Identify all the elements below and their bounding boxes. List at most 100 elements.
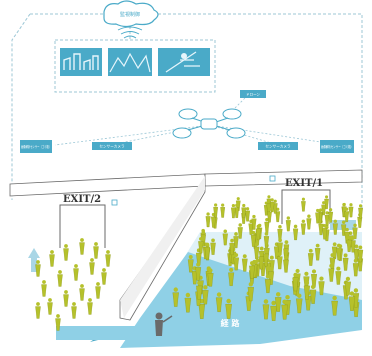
connection-lines (54, 97, 341, 146)
person-icon (198, 298, 206, 319)
person-icon (270, 300, 277, 321)
person-icon (267, 207, 272, 223)
monitor-screen-1 (60, 48, 102, 76)
person-icon (57, 270, 63, 287)
person-icon (253, 242, 260, 260)
monitor-screen-2 (108, 48, 152, 76)
person-icon (318, 276, 325, 296)
label-left-sensor-b: センサーカメラ (92, 142, 132, 150)
person-icon (322, 223, 328, 240)
monitor-screen-3 (158, 48, 210, 76)
person-icon (195, 262, 202, 281)
person-icon (274, 292, 282, 312)
person-icon (95, 282, 101, 299)
person-icon (358, 204, 363, 219)
person-icon (55, 314, 61, 331)
exit-right-sensor-icon (269, 175, 276, 182)
drone-label-text: ドローン (246, 93, 261, 97)
crowd-right (172, 195, 364, 321)
person-icon (346, 235, 352, 252)
path-label: 経 路 (221, 318, 241, 328)
person-icon (293, 224, 299, 241)
control-cloud-label: 監視制御 (120, 11, 140, 18)
person-icon (357, 245, 364, 263)
person-icon (300, 219, 306, 235)
person-icon (35, 260, 41, 277)
person-icon (301, 197, 306, 212)
signal-waves-icon (117, 26, 143, 39)
person-icon (73, 264, 79, 281)
person-icon (251, 214, 257, 230)
person-icon (187, 255, 194, 273)
person-icon (263, 249, 269, 267)
person-icon (285, 216, 291, 232)
person-icon (35, 302, 41, 319)
person-icon (204, 242, 211, 260)
person-icon (222, 229, 228, 246)
person-icon (303, 280, 311, 300)
person-icon (63, 244, 69, 261)
person-icon (231, 203, 236, 219)
person-icon (93, 242, 99, 259)
person-icon (198, 237, 204, 254)
person-icon (263, 232, 270, 248)
person-icon (269, 198, 275, 213)
person-icon (296, 293, 303, 314)
person-icon (233, 232, 239, 249)
person-icon (47, 298, 53, 315)
label-left-sensor-a-text: 画像解析センサー（ゴミ箱） (21, 144, 51, 149)
person-icon (328, 263, 335, 282)
person-icon (307, 248, 314, 266)
person-icon (348, 291, 356, 311)
person-icon (63, 290, 69, 307)
person-icon (262, 299, 270, 320)
person-icon (310, 269, 317, 288)
person-icon (41, 280, 47, 297)
person-icon (342, 253, 349, 271)
guide-person-icon (155, 312, 173, 336)
person-icon (202, 285, 209, 305)
person-icon (350, 236, 356, 253)
person-icon (89, 258, 95, 275)
person-icon (314, 243, 321, 261)
person-icon (213, 203, 218, 218)
person-icon (191, 266, 198, 285)
person-icon (105, 250, 111, 267)
person-icon (207, 268, 214, 287)
person-icon (332, 219, 338, 235)
person-icon (225, 298, 232, 319)
person-icon (258, 252, 265, 270)
person-icon (234, 203, 240, 218)
person-icon (335, 266, 342, 285)
exit-left-sign: EXIT/2 (63, 194, 101, 205)
drone-label-tag: ドローン (240, 90, 266, 98)
exit-right-sign: EXIT/1 (285, 178, 323, 189)
person-icon (276, 252, 283, 270)
person-icon (184, 292, 192, 313)
person-icon (315, 208, 321, 224)
person-icon (264, 274, 271, 293)
person-icon (306, 214, 312, 230)
person-icon (274, 242, 280, 259)
person-icon (205, 212, 211, 228)
person-icon (79, 238, 85, 255)
person-icon (344, 276, 351, 296)
person-icon (101, 268, 107, 285)
exit-left-sensor-icon (111, 199, 118, 206)
person-icon (87, 298, 93, 315)
room-walls (9, 169, 363, 321)
crowd-left (35, 238, 111, 331)
person-icon (247, 282, 254, 302)
person-icon (281, 299, 288, 320)
person-icon (352, 258, 359, 277)
person-icon (233, 253, 240, 271)
person-icon (331, 295, 338, 316)
person-icon (250, 230, 257, 247)
person-icon (71, 302, 77, 319)
person-icon (210, 238, 216, 255)
person-icon (344, 227, 350, 244)
person-icon (249, 261, 255, 279)
label-left-sensor-b-text: センサーカメラ (99, 144, 125, 149)
person-icon (352, 223, 358, 239)
